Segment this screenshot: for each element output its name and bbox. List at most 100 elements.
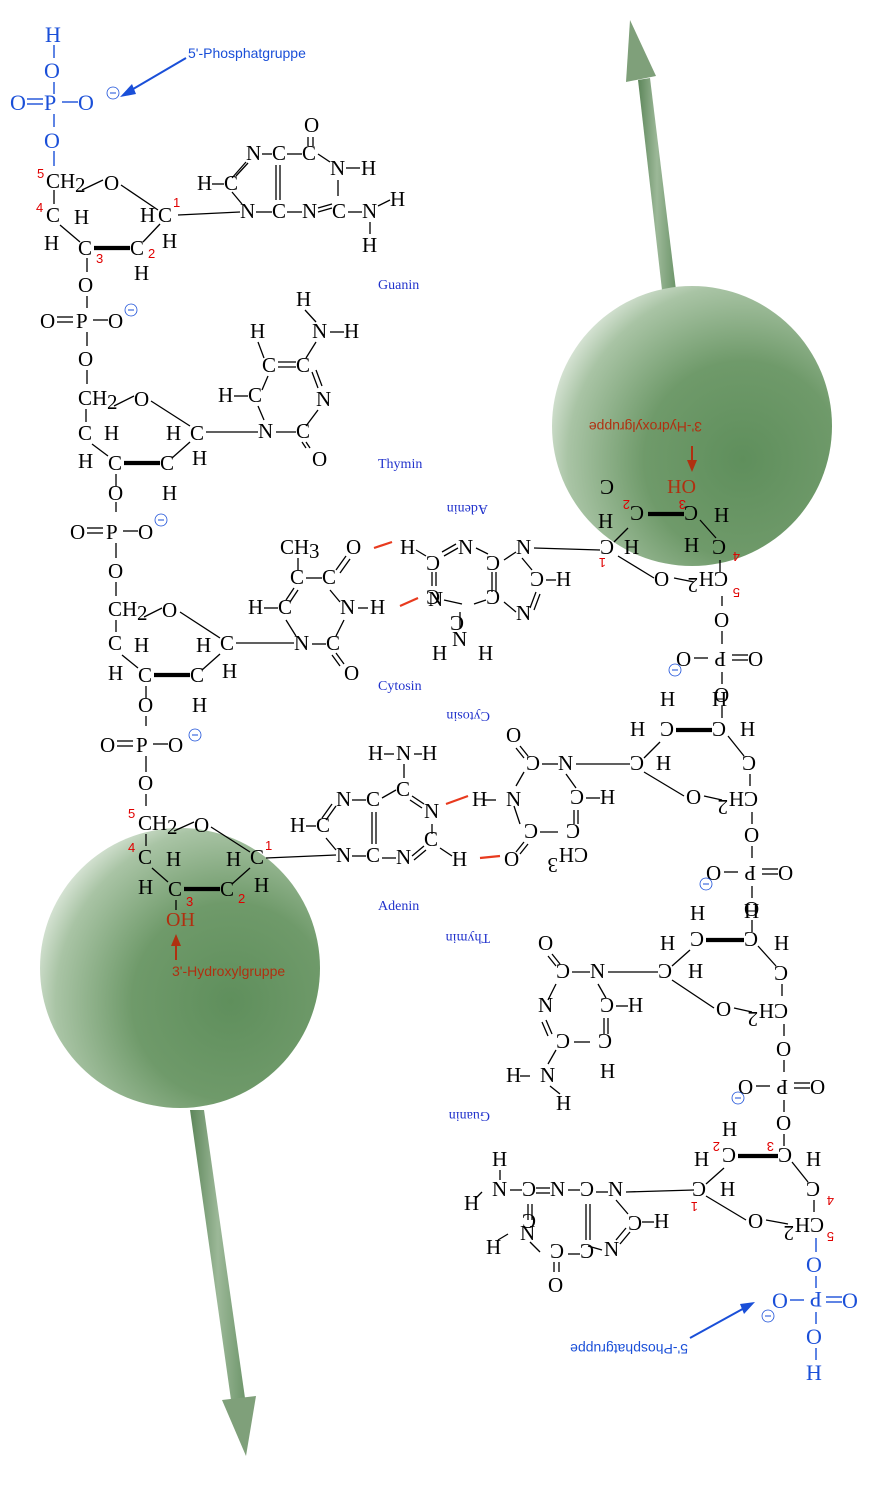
svg-text:O: O [138,520,153,544]
svg-text:2: 2 [713,1139,720,1154]
svg-text:O: O [108,481,123,505]
svg-text:C: C [278,595,292,619]
svg-text:O: O [538,931,553,955]
svg-text:C: C [692,1177,706,1201]
svg-text:H: H [452,847,467,871]
svg-text:C: C [190,663,204,687]
svg-text:O: O [504,847,519,871]
svg-text:C: C [290,565,304,589]
svg-text:CH: CH [795,1213,824,1237]
svg-text:C: C [658,959,672,983]
svg-text:C: C [248,383,262,407]
svg-text:H: H [806,1360,822,1385]
svg-text:CH: CH [78,386,107,410]
thymine-left: H N H H C C N H C N C O [218,287,359,471]
svg-text:C: C [526,751,540,775]
svg-text:H: H [196,633,211,657]
svg-text:N: N [540,1063,555,1087]
svg-text:C: C [272,199,286,223]
svg-text:C: C [190,421,204,445]
svg-text:N: N [538,993,553,1017]
svg-text:C: C [296,353,310,377]
svg-text:C: C [522,1209,536,1233]
svg-text:N: N [336,843,351,867]
svg-text:N: N [340,595,355,619]
svg-text:H: H [192,693,207,717]
svg-text:H: H [600,785,615,809]
svg-text:2: 2 [137,601,148,625]
svg-text:O: O [10,90,26,115]
svg-text:H: H [688,959,703,983]
svg-text:4: 4 [827,1193,834,1208]
svg-text:C: C [426,585,440,609]
svg-text:O: O [40,309,55,333]
base-label-thymin-left: Thymin [378,457,422,472]
svg-text:N: N [362,199,377,223]
thymine-right: O C N C H C H C N N H H [506,931,658,1115]
svg-text:O: O [706,861,721,885]
svg-text:H: H [226,847,241,871]
svg-text:P: P [776,1075,788,1099]
svg-text:H: H [361,156,376,180]
svg-text:O: O [772,1288,788,1313]
svg-text:H: H [600,1059,615,1083]
svg-text:O: O [70,520,85,544]
svg-text:N: N [458,535,473,559]
svg-text:C: C [396,777,410,801]
svg-text:CH: CH [759,999,788,1023]
svg-text:H: H [45,22,61,47]
base-label-adenin-right: Adenin [447,501,488,516]
svg-text:C: C [628,1211,642,1235]
svg-text:C: C [220,631,234,655]
svg-text:C: C [778,1143,792,1167]
svg-text:H: H [690,901,705,925]
svg-text:C: C [690,927,704,951]
svg-text:H: H [162,481,177,505]
svg-text:3: 3 [309,539,320,563]
svg-text:O: O [138,771,153,795]
svg-text:C: C [486,585,500,609]
guanine-left: N N H C C C N C O N H C [197,113,405,257]
svg-text:2: 2 [107,390,118,414]
svg-text:C: C [78,421,92,445]
svg-text:C: C [598,1029,612,1053]
svg-text:C: C [566,819,580,843]
svg-text:2: 2 [148,246,155,261]
svg-text:P: P [136,733,148,757]
svg-text:N: N [608,1177,623,1201]
svg-text:H: H [390,187,405,211]
svg-text:H: H [774,931,789,955]
svg-text:N: N [558,751,573,775]
phosphate-3-right: O P O O O [731,1037,825,1146]
helix-axis-arrow-bottom [190,1110,256,1456]
svg-text:1: 1 [265,838,272,853]
svg-text:P: P [714,647,726,671]
svg-text:O: O [776,1037,791,1061]
adenine-left: H N H C N N C H C N C N [290,741,467,871]
svg-text:CH: CH [108,597,137,621]
hydroxyl-label-top: 3'-Hydroxylgruppe [589,419,702,435]
svg-text:H: H [422,741,437,765]
svg-text:O: O [654,567,669,591]
phosphate-2-right: O P O O O [699,823,793,932]
sugar-c-right: C H H C H C H H C O CH 2 [658,899,789,1036]
svg-text:N: N [258,419,273,443]
svg-text:H: H [506,1063,521,1087]
svg-text:C: C [742,751,756,775]
base-label-cytosin-left: Cytosin [378,679,422,694]
svg-text:C: C [522,1177,536,1201]
svg-text:2: 2 [784,1221,795,1245]
svg-text:C: C [712,535,726,559]
svg-text:N: N [246,141,261,165]
svg-text:H: H [722,1117,737,1141]
svg-text:N: N [330,156,345,180]
sugar-2-left: CH 2 O C H H C C C H H H [78,386,258,505]
svg-text:O: O [738,1075,753,1099]
svg-text:H: H [108,661,123,685]
svg-text:C: C [600,993,614,1017]
svg-text:P: P [76,309,88,333]
svg-text:H: H [140,203,155,227]
svg-text:O: O [686,785,701,809]
svg-text:C: C [302,141,316,165]
svg-text:C: C [556,1029,570,1053]
